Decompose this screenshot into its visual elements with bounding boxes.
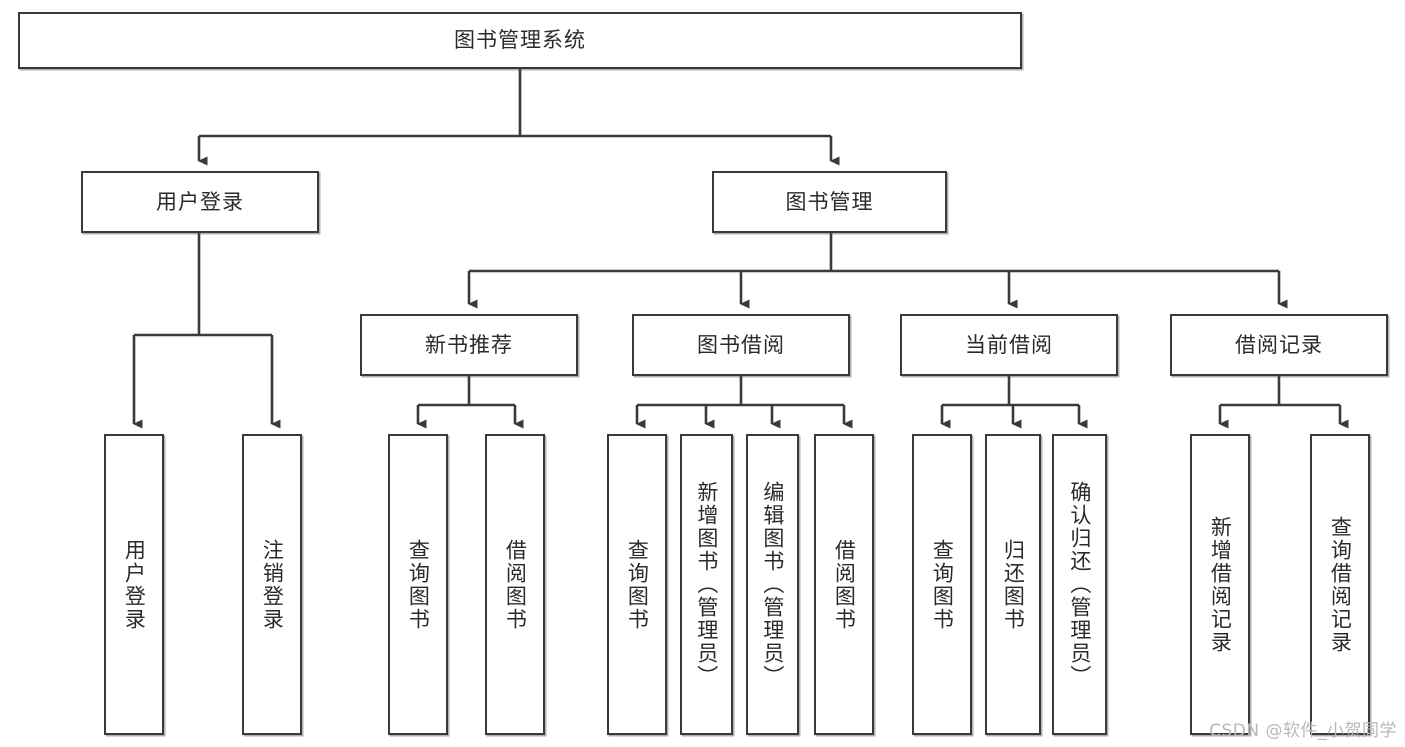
node-leaf-query-borrow-record-label: 查询借阅记录	[1328, 515, 1353, 654]
node-leaf-add-book-admin-label: 新增图书（管理员）	[694, 481, 719, 688]
node-leaf-logout-login-label: 注销登录	[260, 538, 285, 631]
node-leaf-add-borrow-record[interactable]: 新增借阅记录	[1190, 434, 1250, 735]
node-root-label: 图书管理系统	[454, 28, 586, 53]
node-leaf-query-book-borrow[interactable]: 查询图书	[607, 434, 667, 735]
node-leaf-query-book-recommend[interactable]: 查询图书	[388, 434, 448, 735]
node-leaf-query-book-current[interactable]: 查询图书	[912, 434, 972, 735]
node-book-management-label: 图书管理	[785, 189, 874, 214]
node-leaf-user-login-label: 用户登录	[122, 538, 147, 631]
node-leaf-query-book-borrow-label: 查询图书	[625, 538, 650, 631]
node-leaf-edit-book-admin-label: 编辑图书（管理员）	[760, 481, 785, 688]
node-leaf-query-borrow-record[interactable]: 查询借阅记录	[1310, 434, 1370, 735]
node-leaf-borrow-book-borrow-label: 借阅图书	[832, 538, 857, 631]
node-leaf-user-login[interactable]: 用户登录	[104, 434, 164, 735]
node-new-book-recommend[interactable]: 新书推荐	[360, 314, 578, 376]
node-leaf-query-book-current-label: 查询图书	[930, 538, 955, 631]
node-leaf-return-book[interactable]: 归还图书	[985, 434, 1041, 735]
node-current-borrow[interactable]: 当前借阅	[900, 314, 1118, 376]
node-root[interactable]: 图书管理系统	[18, 12, 1022, 69]
node-leaf-logout-login[interactable]: 注销登录	[242, 434, 302, 735]
node-new-book-recommend-label: 新书推荐	[425, 332, 513, 357]
node-book-borrow-label: 图书借阅	[697, 332, 785, 357]
node-borrow-records[interactable]: 借阅记录	[1170, 314, 1388, 376]
node-leaf-query-book-recommend-label: 查询图书	[406, 538, 431, 631]
node-leaf-return-book-label: 归还图书	[1001, 538, 1026, 631]
node-leaf-borrow-book-recommend[interactable]: 借阅图书	[485, 434, 545, 735]
node-leaf-borrow-book-borrow[interactable]: 借阅图书	[814, 434, 874, 735]
node-current-borrow-label: 当前借阅	[965, 332, 1053, 357]
node-leaf-add-book-admin[interactable]: 新增图书（管理员）	[680, 434, 733, 735]
node-leaf-borrow-book-recommend-label: 借阅图书	[503, 538, 528, 631]
node-user-login[interactable]: 用户登录	[81, 171, 319, 233]
node-leaf-edit-book-admin[interactable]: 编辑图书（管理员）	[746, 434, 799, 735]
node-leaf-confirm-return-admin[interactable]: 确认归还（管理员）	[1052, 434, 1107, 735]
node-book-management[interactable]: 图书管理	[712, 171, 947, 233]
node-leaf-add-borrow-record-label: 新增借阅记录	[1208, 515, 1233, 654]
node-borrow-records-label: 借阅记录	[1235, 332, 1323, 357]
node-book-borrow[interactable]: 图书借阅	[632, 314, 850, 376]
watermark-text: CSDN @软件_小贺同学	[1209, 721, 1397, 741]
node-leaf-confirm-return-admin-label: 确认归还（管理员）	[1067, 481, 1092, 688]
node-user-login-label: 用户登录	[156, 189, 244, 214]
